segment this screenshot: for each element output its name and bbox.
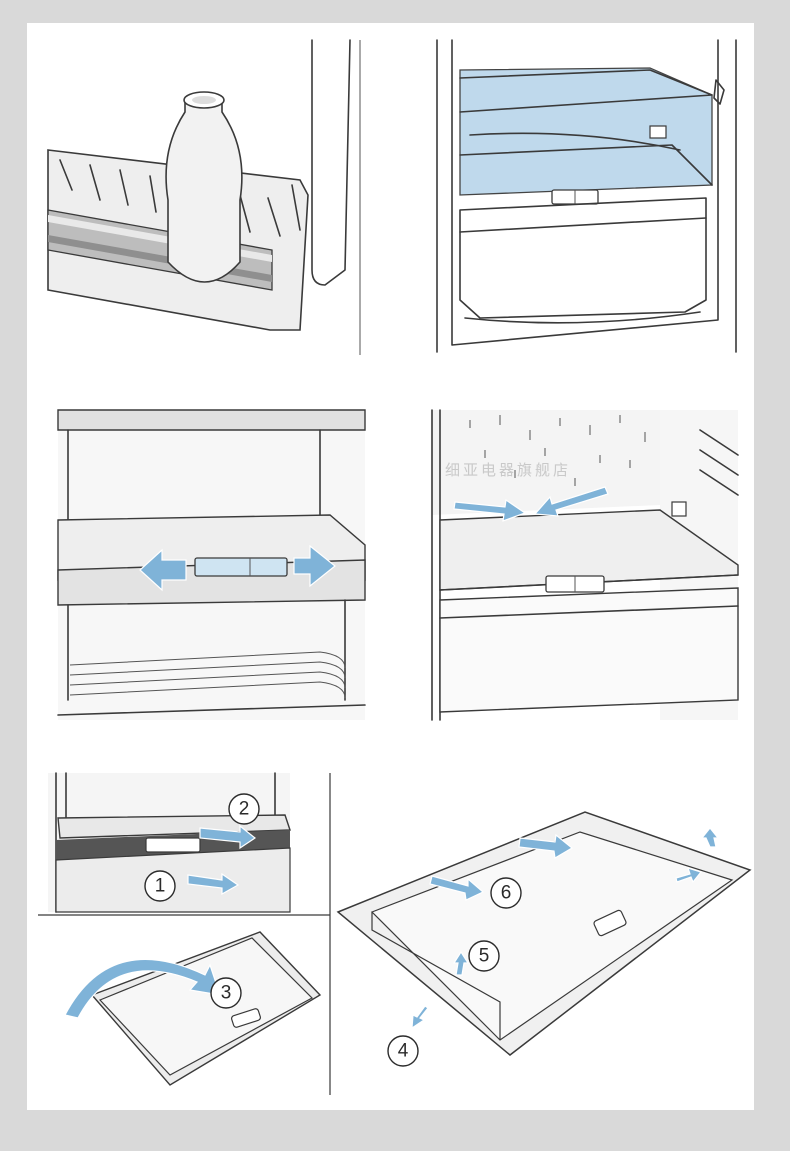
water-droplets: [469, 415, 646, 486]
arrow-right: [293, 544, 336, 588]
sliding-clip: [194, 557, 288, 577]
shelf-latch-clip: [551, 189, 599, 205]
fridge-door-edge: [311, 39, 361, 355]
arrow-left: [139, 548, 187, 592]
milk-bottle: [165, 91, 243, 283]
step-6-callout: 6: [490, 877, 522, 909]
panel-highlighted-shelf: [436, 39, 737, 353]
step-4-callout: 4: [387, 1035, 419, 1067]
panel-door-shelf: [47, 39, 361, 355]
step-3-number: 3: [221, 983, 232, 1004]
drawer-front: [439, 587, 739, 713]
step-5-number: 5: [479, 946, 490, 967]
watermark-text: 细亚电器旗舰店: [445, 461, 571, 479]
lower-shelf-rails: [57, 599, 366, 716]
glass-shelf-lowered: [439, 509, 739, 593]
step-3-callout: 3: [210, 977, 242, 1009]
panel-step-3: [64, 773, 331, 1095]
step-1-number: 1: [155, 876, 166, 897]
panel-steps-4-5-6: [336, 811, 752, 1056]
panel-slide-clip: [57, 409, 366, 720]
step-2-callout: 2: [228, 793, 260, 825]
vegetable-drawer: [459, 197, 707, 324]
step-2-number: 2: [239, 799, 250, 820]
highlighted-glass-shelf: [459, 67, 713, 196]
panel-press-shelf: 细亚电器旗舰店: [431, 409, 739, 721]
step-5-callout: 5: [468, 940, 500, 972]
press-arrows: [453, 486, 609, 522]
step-6-number: 6: [501, 883, 512, 904]
step-4-number: 4: [398, 1041, 409, 1062]
step-1-callout: 1: [144, 870, 176, 902]
panel-steps-1-2: [38, 772, 330, 916]
